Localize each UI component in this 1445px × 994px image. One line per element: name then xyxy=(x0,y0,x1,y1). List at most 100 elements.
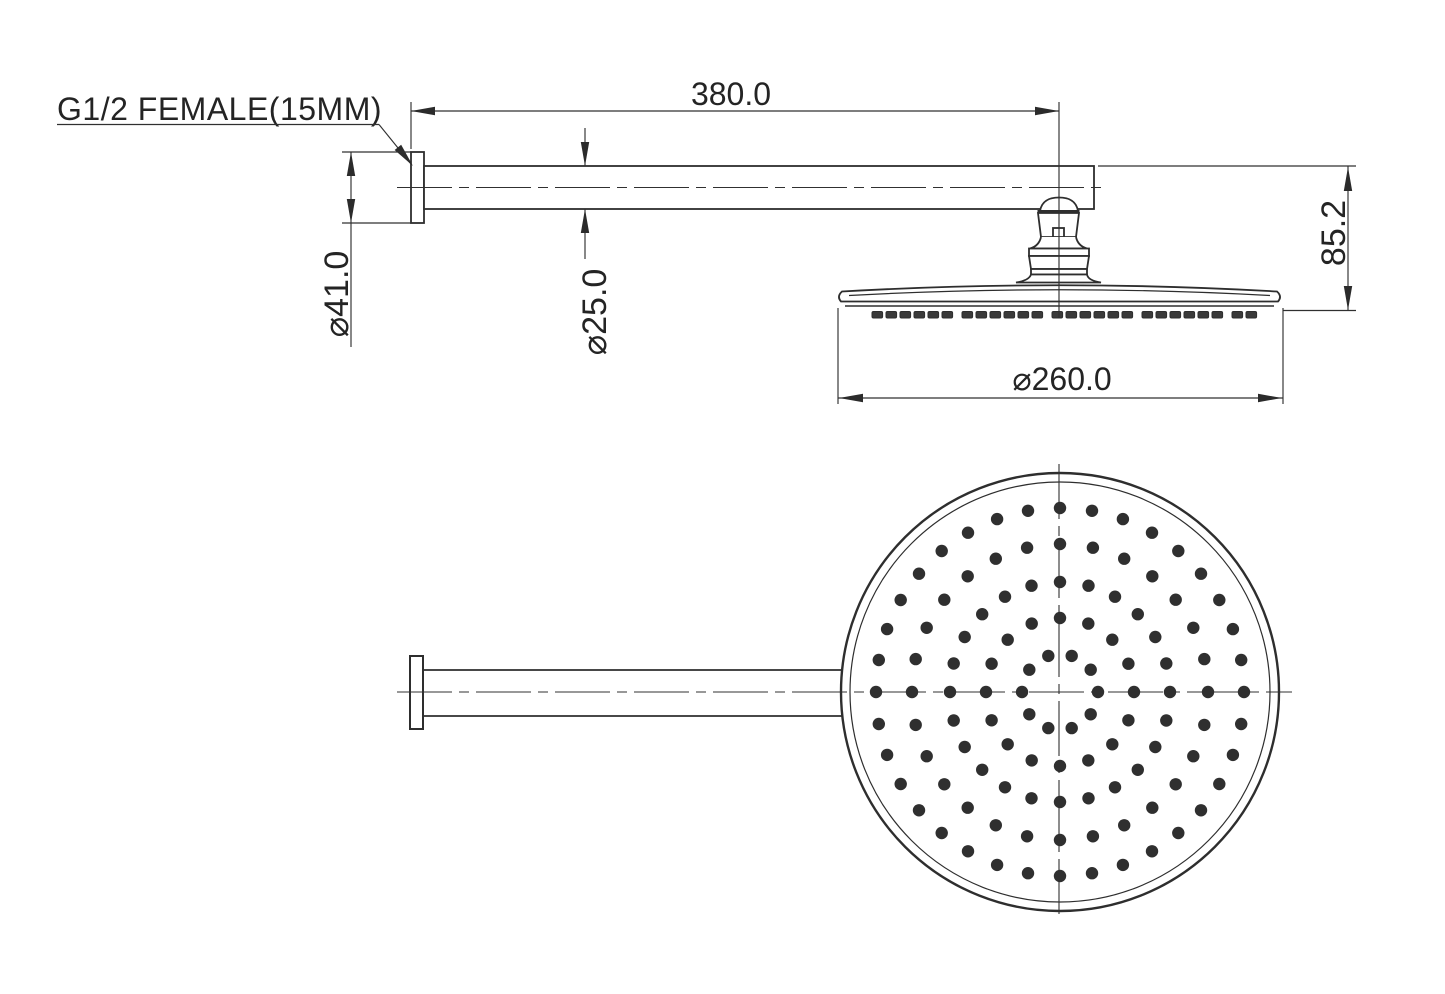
nozzle-dot xyxy=(1106,738,1119,751)
nozzle-dot xyxy=(1235,717,1248,731)
dimension-head-height: 85.2 xyxy=(1098,165,1356,312)
nozzle-bump xyxy=(927,311,940,319)
nozzle-dot xyxy=(1149,630,1162,644)
nozzle-dot xyxy=(1106,633,1119,646)
nozzle-bump xyxy=(899,311,912,319)
nozzle-dot xyxy=(1042,649,1055,663)
nozzle-dot xyxy=(1187,750,1200,763)
nozzle-dot xyxy=(1116,512,1130,526)
nozzle-dot xyxy=(998,590,1012,603)
nozzle-dot xyxy=(1116,858,1130,872)
nozzle-dot xyxy=(1086,830,1100,843)
nozzle-dot xyxy=(961,570,974,583)
dimension-arm-length: 380.0 xyxy=(410,76,1059,149)
nozzle-dot xyxy=(1108,781,1122,794)
nozzle-dot xyxy=(912,567,926,580)
nozzle-dot xyxy=(1020,830,1034,843)
nozzle-dot xyxy=(1108,590,1122,603)
nozzle-dot xyxy=(1194,567,1208,580)
nozzle-bump xyxy=(1051,311,1064,319)
nozzle-dot xyxy=(880,748,894,762)
nozzle-dot xyxy=(979,685,993,699)
nozzle-bump xyxy=(1079,311,1092,319)
nozzle-dot xyxy=(1065,721,1078,735)
dimension-flange-diameter: ⌀41.0 xyxy=(318,151,411,347)
nozzle-dot xyxy=(1172,826,1185,840)
nozzle-dot xyxy=(1086,541,1100,554)
nozzle-bump xyxy=(1141,311,1154,319)
dim-arm-diameter-label: ⌀25.0 xyxy=(576,269,614,356)
nozzle-dot xyxy=(958,630,971,644)
nozzle-bump xyxy=(1169,311,1182,319)
port-label: G1/2 FEMALE(15MM) xyxy=(57,91,382,127)
nozzle-dot xyxy=(989,819,1002,832)
nozzle-dot xyxy=(1021,504,1035,517)
nozzle-dot xyxy=(1118,819,1131,832)
nozzle-dot xyxy=(1085,867,1099,880)
nozzle-dot xyxy=(1127,685,1141,699)
nozzle-dot xyxy=(912,804,926,817)
nozzle-dot xyxy=(1001,633,1014,646)
nozzle-dot-pattern xyxy=(869,501,1251,883)
arrowhead-right xyxy=(1035,106,1059,116)
nozzle-dot xyxy=(1187,621,1200,634)
nozzle-dot xyxy=(1213,593,1226,607)
arrowhead-down xyxy=(346,199,356,223)
nozzle-dot xyxy=(905,685,919,699)
nozzle-dot xyxy=(1201,685,1215,699)
nozzle-bump xyxy=(1183,311,1196,319)
nozzle-dot xyxy=(1053,611,1067,625)
nozzle-dot xyxy=(1160,657,1173,670)
nozzle-dot xyxy=(1025,579,1038,592)
nozzle-bump xyxy=(1065,311,1078,319)
nozzle-dot xyxy=(989,552,1002,565)
nozzle-dot xyxy=(1169,778,1182,791)
nozzle-dot xyxy=(1053,869,1067,883)
arrowhead-up xyxy=(346,152,356,176)
nozzle-dot xyxy=(1001,738,1014,751)
nozzle-dot xyxy=(1082,579,1095,592)
nozzle-dot xyxy=(1198,652,1211,666)
nozzle-dot xyxy=(1020,541,1034,554)
nozzle-dot xyxy=(1237,685,1251,699)
nozzle-dot xyxy=(1084,663,1097,676)
nozzle-dot xyxy=(1082,754,1095,767)
nozzle-dot xyxy=(920,750,933,763)
nozzle-dot xyxy=(1082,792,1095,805)
nozzle-dot xyxy=(961,526,975,539)
nozzle-dot xyxy=(1082,617,1095,630)
nozzle-dot xyxy=(1085,504,1099,517)
nozzle-dot xyxy=(869,685,883,699)
arrowhead-left xyxy=(411,106,435,116)
nozzle-dot xyxy=(1145,526,1159,539)
nozzle-dot xyxy=(1194,804,1208,817)
nozzle-dot xyxy=(909,652,922,666)
nozzle-dot xyxy=(976,763,989,776)
nozzle-dot xyxy=(1023,663,1036,676)
arrowhead-up xyxy=(580,209,590,233)
nozzle-dot xyxy=(938,778,951,791)
port-leader-arrowhead xyxy=(394,144,413,166)
nozzle-dot xyxy=(894,593,907,607)
nozzle-bump xyxy=(989,311,1002,319)
nozzle-bump xyxy=(1031,311,1044,319)
nozzle-dot xyxy=(947,714,960,727)
dim-flange-diameter-label: ⌀41.0 xyxy=(318,251,356,338)
nozzle-dot xyxy=(1065,649,1078,663)
nozzle-dot xyxy=(985,657,998,670)
nozzle-bump xyxy=(1107,311,1120,319)
nozzle-dot xyxy=(990,858,1004,872)
nozzle-dot xyxy=(1213,777,1226,791)
nozzle-dot xyxy=(985,714,998,727)
nozzle-dot xyxy=(1131,608,1145,621)
nozzle-dot xyxy=(920,621,933,634)
nozzle-dot xyxy=(909,718,922,732)
nozzle-bump xyxy=(1155,311,1168,319)
arrowhead-right xyxy=(1258,393,1282,403)
nozzle-dot xyxy=(872,653,885,667)
nozzle-bump xyxy=(1245,311,1258,319)
nozzle-bump xyxy=(941,311,954,319)
nozzle-bump xyxy=(1197,311,1210,319)
port-label-group: G1/2 FEMALE(15MM) xyxy=(57,91,413,166)
